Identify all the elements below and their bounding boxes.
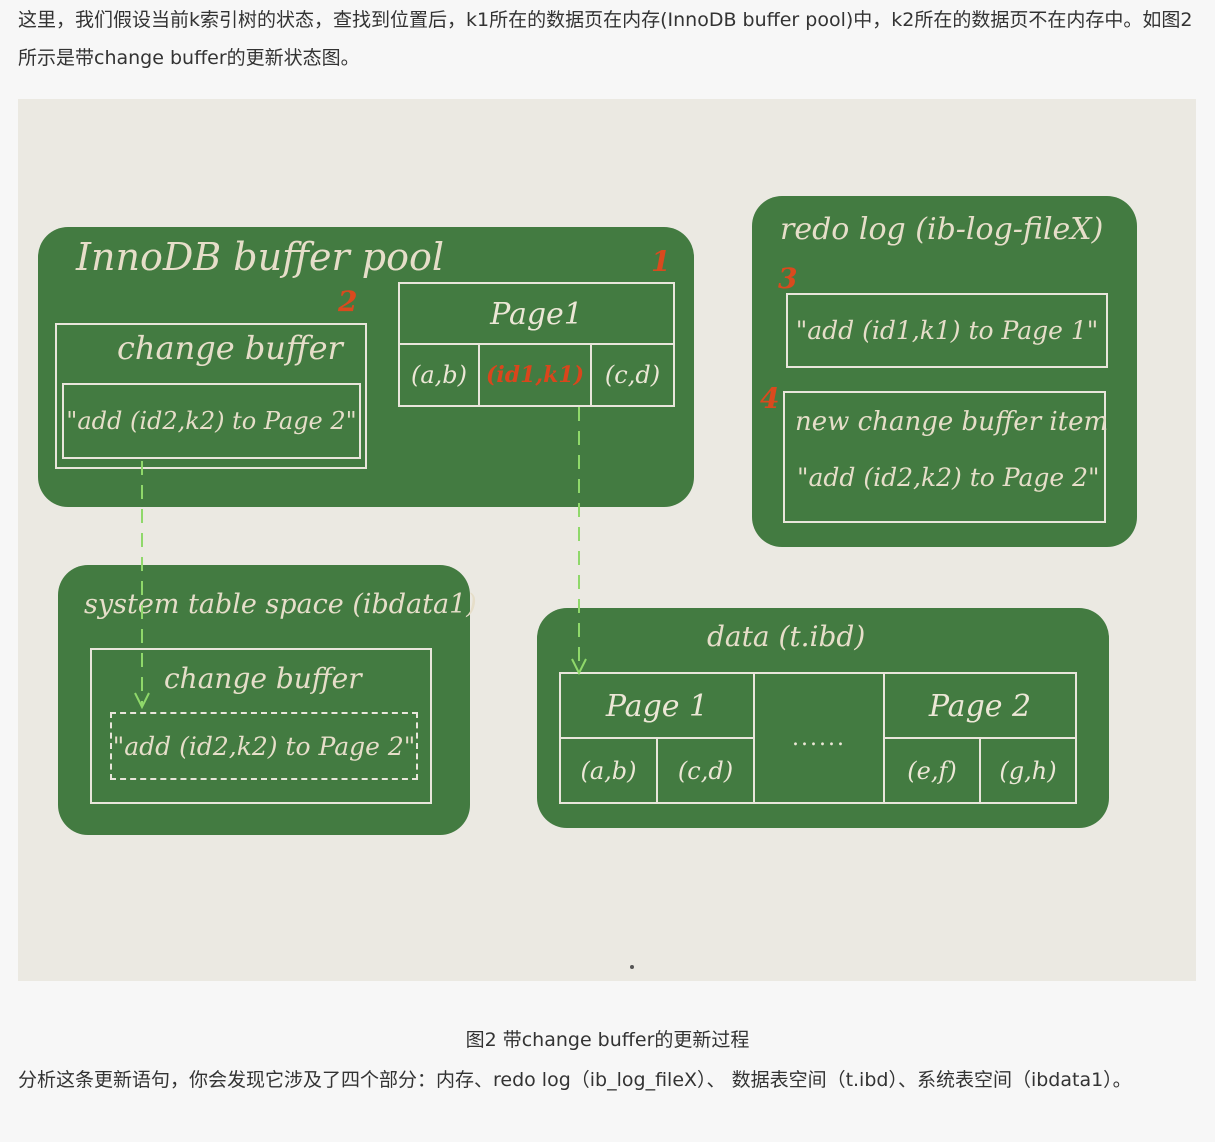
step-number-1: 1 <box>651 245 671 278</box>
redo-entry-3: "add (id1,k1) to Page 1" <box>786 293 1108 368</box>
change-buffer-item-text: "add (id2,k2) to Page 2" <box>66 407 357 435</box>
pages-ellipsis: ...... <box>792 725 846 751</box>
redo-entry-4-line2: "add (id2,k2) to Page 2" <box>797 463 1100 492</box>
step-number-3: 3 <box>778 262 798 295</box>
intro-paragraph: 这里，我们假设当前k索引树的状态，查找到位置后，k1所在的数据页在内存(Inno… <box>18 9 1193 69</box>
flow-arrows <box>134 407 634 969</box>
system-table-space-title: system table space (ibdata1) <box>84 589 477 620</box>
analysis-paragraph: 分析这条更新语句，你会发现它涉及了四个部分：内存、redo log（ib_log… <box>18 1069 1132 1091</box>
redo-log-box: redo log (ib-log-fileX) 3 4 "add (id1,k1… <box>752 196 1137 547</box>
disk-page2-cell: (e,f) <box>907 756 957 785</box>
memory-page1-cell: (a,b) <box>410 361 468 389</box>
change-buffer-label: change buffer <box>117 329 343 367</box>
system-change-buffer-item-text: "add (id2,k2) to Page 2" <box>112 731 416 761</box>
data-file-table: Page 1 (a,b) (c,d) ...... Page 2 (e,f) (… <box>559 672 1077 804</box>
system-table-space-box: system table space (ibdata1) change buff… <box>58 565 477 835</box>
change-buffer-diagram: InnoDB buffer pool 2 1 change buffer "ad… <box>18 99 1196 981</box>
disk-page1-cell: (a,b) <box>580 756 637 785</box>
change-buffer-frame: change buffer "add (id2,k2) to Page 2" <box>55 323 367 469</box>
data-file-box: data (t.ibd) Page 1 (a,b) (c,d) ...... P… <box>537 608 1109 828</box>
disk-page1-title: Page 1 <box>605 688 709 724</box>
redo-entry-3-text: "add (id1,k1) to Page 1" <box>795 316 1099 345</box>
divider <box>656 737 658 804</box>
arrowhead <box>134 692 150 710</box>
memory-page1-title: Page1 <box>490 296 583 332</box>
memory-page1-cell: (c,d) <box>604 361 661 389</box>
innodb-buffer-pool-box: InnoDB buffer pool 2 1 change buffer "ad… <box>38 227 694 507</box>
disk-page1-cell: (c,d) <box>677 756 734 785</box>
change-buffer-item: "add (id2,k2) to Page 2" <box>62 383 361 459</box>
step-number-2: 2 <box>338 285 358 318</box>
figure-caption: 图2 带change buffer的更新过程 <box>465 1029 750 1051</box>
divider <box>590 343 592 407</box>
system-change-buffer-item: "add (id2,k2) to Page 2" <box>110 712 418 780</box>
redo-entry-4-line1: new change buffer item <box>795 407 1109 437</box>
redo-entry-4: new change buffer item "add (id2,k2) to … <box>783 391 1109 523</box>
stray-dot <box>630 965 634 969</box>
divider <box>753 672 755 804</box>
arrowhead <box>571 658 587 676</box>
disk-page2-title: Page 2 <box>928 688 1032 724</box>
disk-page2-cell: (g,h) <box>999 756 1057 785</box>
system-change-buffer-label: change buffer <box>164 662 362 695</box>
memory-page1-table: Page1 (a,b) (id1,k1) (c,d) <box>398 282 675 407</box>
step-number-4: 4 <box>760 382 780 415</box>
divider <box>478 343 480 407</box>
buffer-pool-title: InnoDB buffer pool <box>76 235 444 279</box>
divider <box>979 737 981 804</box>
memory-page1-cell-updated: (id1,k1) <box>485 362 585 388</box>
divider <box>398 343 675 345</box>
data-file-title: data (t.ibd) <box>707 620 866 653</box>
system-change-buffer-frame: change buffer "add (id2,k2) to Page 2" <box>90 648 432 804</box>
redo-log-title: redo log (ib-log-fileX) <box>780 212 1104 247</box>
